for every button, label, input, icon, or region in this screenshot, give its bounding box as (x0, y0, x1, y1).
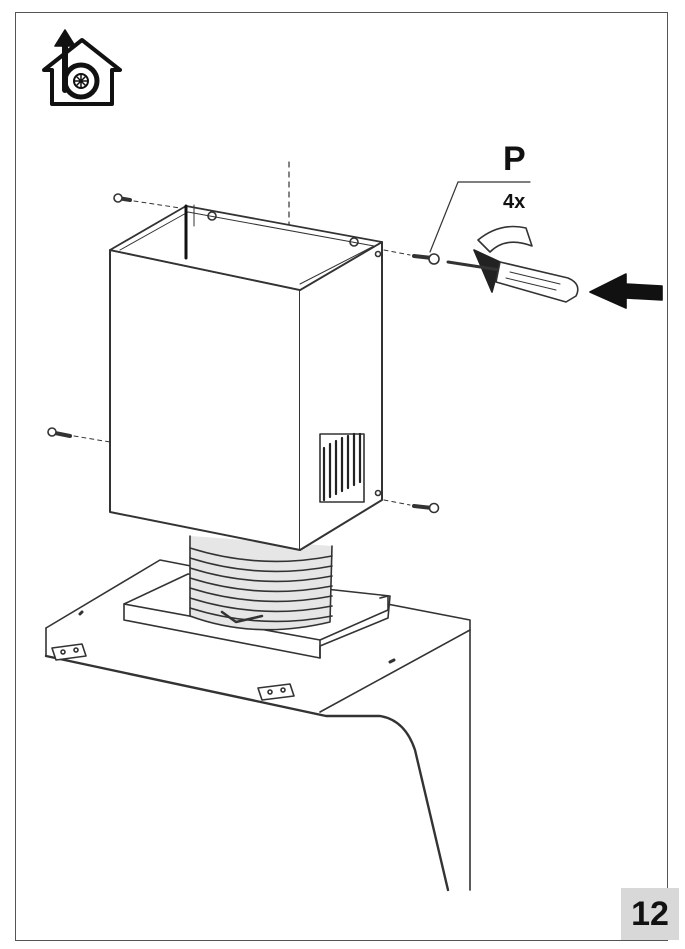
flexible-duct (189, 535, 333, 631)
screw-left (47, 427, 111, 443)
callout-leader (429, 181, 531, 253)
rotate-arrow-icon (473, 225, 533, 293)
fastener-quantity: 4x (503, 191, 526, 213)
ducted-extraction-icon (42, 29, 122, 106)
screw-top-left (113, 193, 181, 209)
screwdriver-icon (446, 260, 579, 303)
chimney-box (109, 204, 383, 551)
screw-bottom-right (383, 499, 440, 514)
fastener-code: P (503, 140, 526, 178)
screw-top-right (383, 249, 440, 265)
page-number-badge: 12 (621, 888, 679, 940)
page-number: 12 (631, 894, 669, 933)
push-arrow-icon (589, 273, 663, 309)
